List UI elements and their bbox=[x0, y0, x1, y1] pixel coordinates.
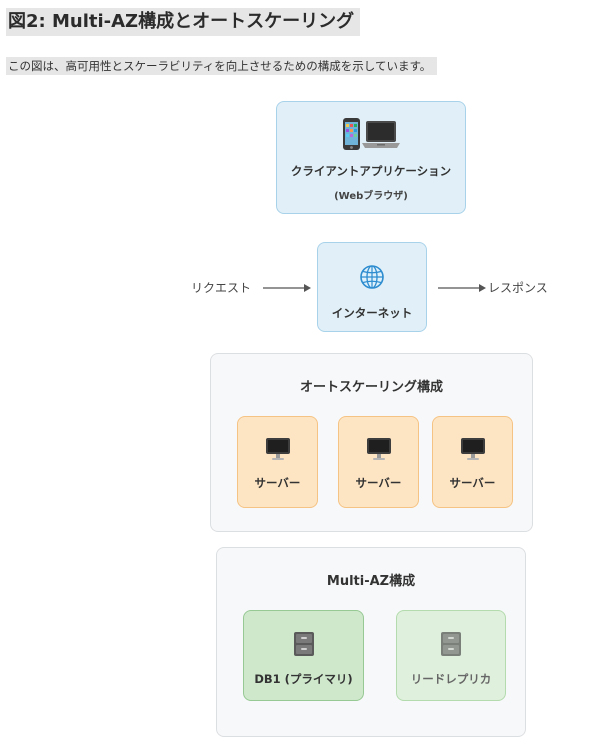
autoscaling-title: オートスケーリング構成 bbox=[299, 380, 443, 395]
client-sublabel: (Webブラウザ) bbox=[334, 191, 408, 202]
globe-icon bbox=[360, 265, 384, 289]
server-node: サーバー bbox=[432, 416, 513, 508]
read-replica-node: リードレプリカ bbox=[396, 610, 506, 701]
multi-az-title: Multi-AZ構成 bbox=[326, 574, 416, 589]
server-label: サーバー bbox=[355, 476, 402, 490]
autoscaling-group: オートスケーリング構成 サーバー サーバー サーバー bbox=[210, 353, 533, 532]
request-label: リクエスト bbox=[191, 281, 252, 295]
db-primary-label: DB1 (プライマリ) bbox=[254, 672, 353, 686]
desktop-computer-icon bbox=[265, 438, 290, 460]
internet-node: インターネット bbox=[317, 242, 427, 332]
response-arrow bbox=[438, 284, 486, 292]
server-node: サーバー bbox=[237, 416, 318, 508]
desktop-computer-icon bbox=[366, 438, 391, 460]
laptop-icon bbox=[362, 121, 400, 148]
file-cabinet-icon bbox=[293, 632, 314, 656]
server-label: サーバー bbox=[254, 476, 301, 490]
figure-caption: この図は、高可用性とスケーラビリティを向上させるための構成を示しています。 bbox=[6, 57, 438, 75]
response-label: レスポンス bbox=[488, 281, 548, 295]
client-label: クライアントアプリケーション bbox=[290, 164, 452, 178]
file-cabinet-icon bbox=[441, 632, 461, 656]
internet-label: インターネット bbox=[331, 306, 413, 320]
server-node: サーバー bbox=[338, 416, 419, 508]
read-replica-label: リードレプリカ bbox=[410, 672, 492, 686]
client-icons bbox=[343, 118, 400, 150]
mobile-phone-icon bbox=[343, 118, 360, 150]
request-arrow bbox=[263, 284, 311, 292]
desktop-computer-icon bbox=[460, 438, 485, 460]
figure-title: 図2: Multi-AZ構成とオートスケーリング bbox=[6, 8, 361, 36]
multi-az-group: Multi-AZ構成 DB1 (プライマリ) リードレプリカ bbox=[216, 547, 526, 737]
db-primary-node: DB1 (プライマリ) bbox=[243, 610, 364, 701]
client-application-node: クライアントアプリケーション (Webブラウザ) bbox=[276, 101, 466, 214]
server-label: サーバー bbox=[449, 476, 496, 490]
